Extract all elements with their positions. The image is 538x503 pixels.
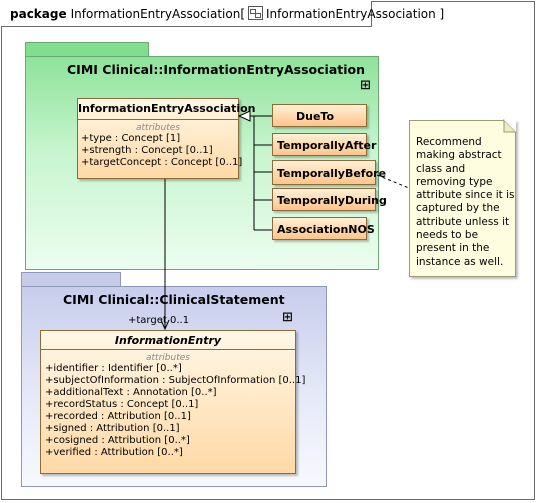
attribute: +recorded : Attribution [0..1] [45,411,191,422]
class-name: InformationEntryAssociation [78,102,256,115]
generalization-arrowhead [237,110,251,122]
class-temporally-during[interactable]: TemporallyDuring [272,188,387,211]
diagram-frame-header [1,1,372,27]
attribute: +cosigned : Attribution [0..*] [45,435,190,446]
attribute: +targetConcept : Concept [0..1] [81,157,243,168]
stereotype-label: attributes [146,353,190,363]
attribute: +signed : Attribution [0..1] [45,423,180,434]
attribute: +recordStatus : Concept [0..1] [45,399,199,410]
frame-keyword: package [10,7,67,21]
note-anchor-line [376,174,410,189]
package-title-top: CIMI Clinical::InformationEntryAssociati… [67,62,366,77]
attribute: +identifier : Identifier [0..*] [45,363,182,374]
note-fold-cutout [504,120,516,132]
containment-icon: ⊞ [282,310,293,325]
attribute: +strength : Concept [0..1] [81,145,213,156]
package-diagram-icon [248,6,264,20]
class-name: TemporallyDuring [277,194,387,207]
frame-name: InformationEntryAssociation [70,7,241,21]
attribute: +subjectOfInformation : SubjectOfInforma… [45,375,306,386]
role-label: +target [128,315,167,326]
attribute: +additionalText : Annotation [0..*] [45,387,217,398]
class-association-nos[interactable]: AssociationNOS [272,217,375,240]
multiplicity-label: 0..1 [169,315,190,326]
class-name: TemporallyAfter [277,139,377,152]
class-name: DueTo [296,110,335,123]
attribute: +verified : Attribution [0..*] [45,447,183,458]
class-name: TemporallyBefore [277,167,387,180]
class-temporally-before[interactable]: TemporallyBefore [272,160,386,185]
class-name: AssociationNOS [277,223,375,236]
generalization-lines [249,115,272,231]
class-due-to[interactable]: DueTo [272,104,367,127]
association-end-label: +target 0..1 [128,315,189,326]
package-tab-clinical-statement [21,272,121,287]
note-text: Recommend making abstract class and remo… [416,136,515,268]
class-name: InformationEntry [114,334,222,347]
stereotype-label: attributes [136,123,180,133]
package-title-bottom: CIMI Clinical::ClinicalStatement [63,292,285,307]
frame-bracket-name: InformationEntryAssociation [266,7,436,21]
class-temporally-after[interactable]: TemporallyAfter [272,133,376,156]
containment-icon: ⊞ [360,78,371,93]
package-tab-information-entry-association [25,42,149,57]
class-information-entry[interactable]: InformationEntry attributes +identifier … [40,330,306,474]
attribute: +type : Concept [1] [81,133,181,144]
class-information-entry-association[interactable]: InformationEntryAssociation attributes +… [77,98,256,179]
association-arrowhead [160,319,170,331]
comment-note[interactable] [409,120,516,277]
